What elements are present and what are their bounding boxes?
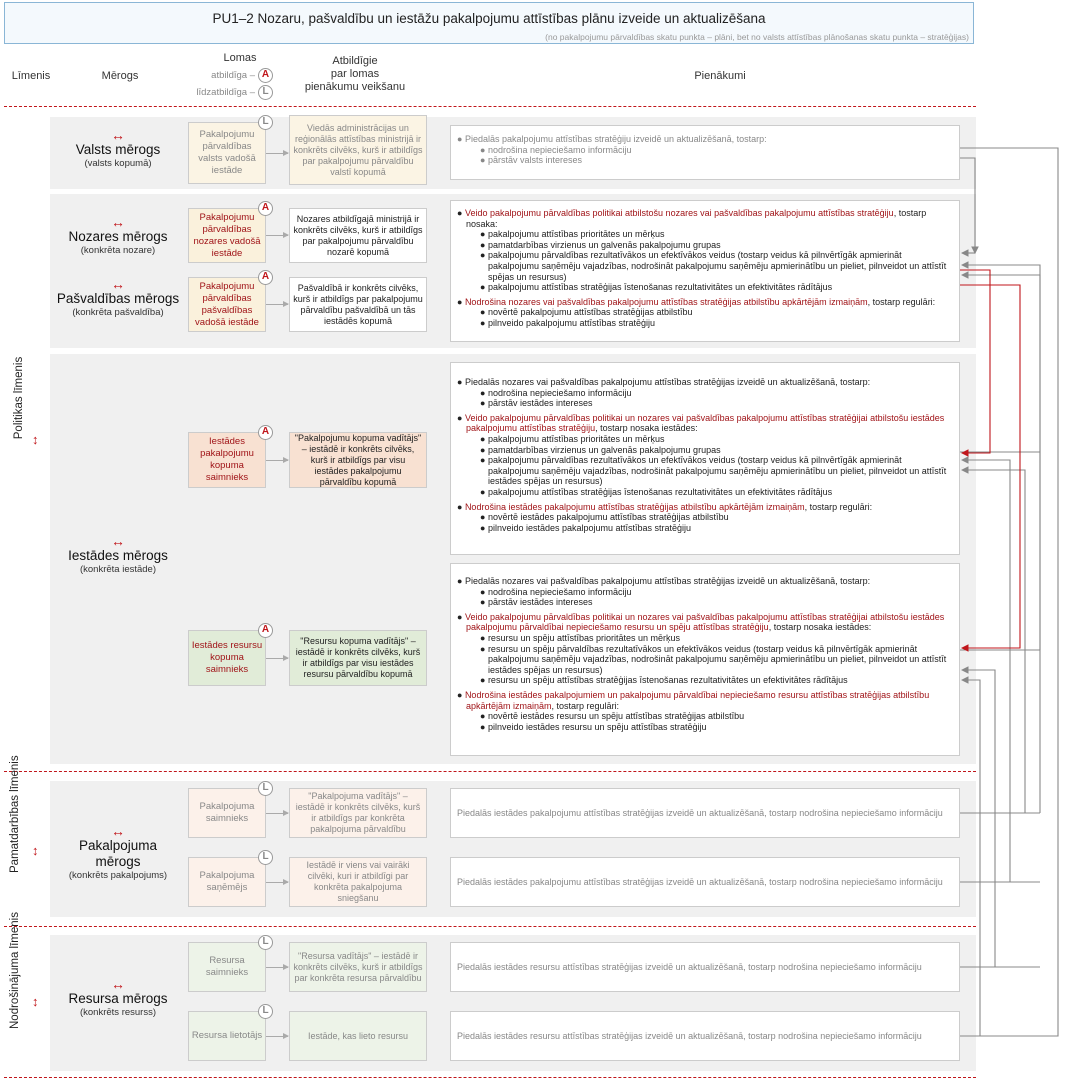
duty-sector: ● Veido pakalpojumu pārvaldības politika… (450, 200, 960, 342)
connector-line-red (960, 284, 1021, 652)
role-arrow (266, 810, 289, 816)
scope-arrow-icon: ↔ (111, 823, 125, 839)
header-duties: Pienākumi (694, 70, 746, 82)
role-arrow (266, 964, 289, 970)
level-support-arrow-icon: ↕ (32, 994, 39, 1009)
role-arrow (266, 150, 289, 156)
role-sector: Pakalpojumu pārvaldības nozares vadošā i… (188, 201, 273, 263)
role-arrow (266, 457, 289, 463)
resp-service-recipient: Iestādē ir viens vai vairāki cilvēki, ku… (289, 857, 427, 907)
a-marker-icon: A (258, 425, 273, 440)
resp-sector: Nozares atbildīgajā ministrijā ir konkrē… (289, 208, 427, 263)
title-box: PU1–2 Nozaru, pašvaldību un iestāžu paka… (4, 2, 974, 44)
duty-inst-resource: ● Piedalās nozares vai pašvaldības pakal… (450, 563, 960, 756)
scope-state: ↔ Valsts mērogs (valsts kopumā) (56, 128, 180, 170)
l-marker-icon: L (258, 935, 273, 950)
role-arrow (266, 879, 289, 885)
scope-arrow-icon: ↔ (111, 976, 125, 992)
role-municipal: Pakalpojumu pārvaldības pašvaldības vado… (188, 270, 273, 332)
page-subtitle: (no pakalpojumu pārvaldības skatu punkta… (545, 32, 969, 42)
header-roles-a: atbildīga – (211, 70, 255, 81)
header-scope: Mērogs (101, 70, 139, 82)
level-policy-arrow-icon: ↕ (32, 432, 39, 447)
l-marker-icon: L (258, 115, 273, 130)
connector-line (960, 456, 1011, 882)
a-marker-icon: A (258, 201, 273, 216)
scope-arrow-icon: ↔ (111, 533, 125, 549)
duty-resource-owner: Piedalās iestādes resursu attīstības str… (450, 942, 960, 992)
l-marker-icon: L (258, 85, 273, 100)
scope-sector: ↔ Nozares mērogs (konkrēta nozare) (56, 215, 180, 257)
connector-line (960, 676, 981, 1036)
connector-line (960, 666, 996, 967)
resp-state: Viedās administrācijas un reģionālās att… (289, 115, 427, 185)
connector-line-red (960, 269, 991, 457)
resp-inst-service: "Pakalpojumu kopuma vadītājs" – iestādē … (289, 432, 427, 488)
connector-line (960, 261, 1041, 452)
header-roles-l: līdzatbildīga – (196, 87, 255, 98)
scope-arrow-icon: ↔ (111, 276, 125, 292)
duty-inst-service: ● Piedalās nozares vai pašvaldības pakal… (450, 362, 960, 555)
role-arrow (266, 301, 289, 307)
scope-service: ↔ Pakalpojuma mērogs (konkrēts pakalpoju… (56, 824, 180, 882)
header-roles: Lomas (223, 52, 257, 64)
separator-top (4, 106, 976, 107)
a-marker-icon: A (258, 623, 273, 638)
scope-institution: ↔ Iestādes mērogs (konkrēta iestāde) (56, 534, 180, 576)
connector-line (960, 157, 979, 255)
a-marker-icon: A (258, 270, 273, 285)
separator-bottom (4, 1077, 976, 1078)
role-state: Pakalpojumu pārvaldības valsts vadošā ie… (188, 115, 273, 184)
role-arrow (266, 1033, 289, 1039)
separator-core (4, 771, 976, 772)
connector-line (960, 147, 1059, 1037)
role-arrow (266, 232, 289, 238)
duty-resource-user: Piedalās iestādes resursu attīstības str… (450, 1011, 960, 1061)
resp-resource-owner: "Resursa vadītājs" – iestādē ir konkrēts… (289, 942, 427, 992)
scope-arrow-icon: ↔ (111, 214, 125, 230)
scope-arrow-icon: ↔ (111, 127, 125, 143)
scope-municipal: ↔ Pašvaldības mērogs (konkrēta pašvaldīb… (50, 277, 186, 319)
role-arrow (266, 655, 289, 661)
l-marker-icon: L (258, 1004, 273, 1019)
header-level: Līmenis (11, 70, 51, 82)
duty-state: ● Piedalās pakalpojumu attīstības stratē… (450, 125, 960, 180)
page-title: PU1–2 Nozaru, pašvaldību un iestāžu paka… (212, 11, 766, 26)
resp-municipal: Pašvaldībā ir konkrēts cilvēks, kurš ir … (289, 277, 427, 332)
connector-line (960, 271, 1041, 650)
resp-service-owner: "Pakalpojuma vadītājs" – iestādē ir konk… (289, 788, 427, 838)
resp-inst-resource: "Resursu kopuma vadītājs" – iestādē ir k… (289, 630, 427, 686)
resp-resource-user: Iestāde, kas lieto resursu (289, 1011, 427, 1061)
l-marker-icon: L (258, 850, 273, 865)
scope-resource: ↔ Resursa mērogs (konkrēts resurss) (56, 977, 180, 1019)
duty-service-recipient: Piedalās iestādes pakalpojumu attīstības… (450, 857, 960, 907)
duty-service-owner: Piedalās iestādes pakalpojumu attīstības… (450, 788, 960, 838)
l-marker-icon: L (258, 781, 273, 796)
a-marker-icon: A (258, 68, 273, 83)
separator-support (4, 926, 976, 927)
connector-line (960, 466, 1026, 813)
level-core-arrow-icon: ↕ (32, 843, 39, 858)
